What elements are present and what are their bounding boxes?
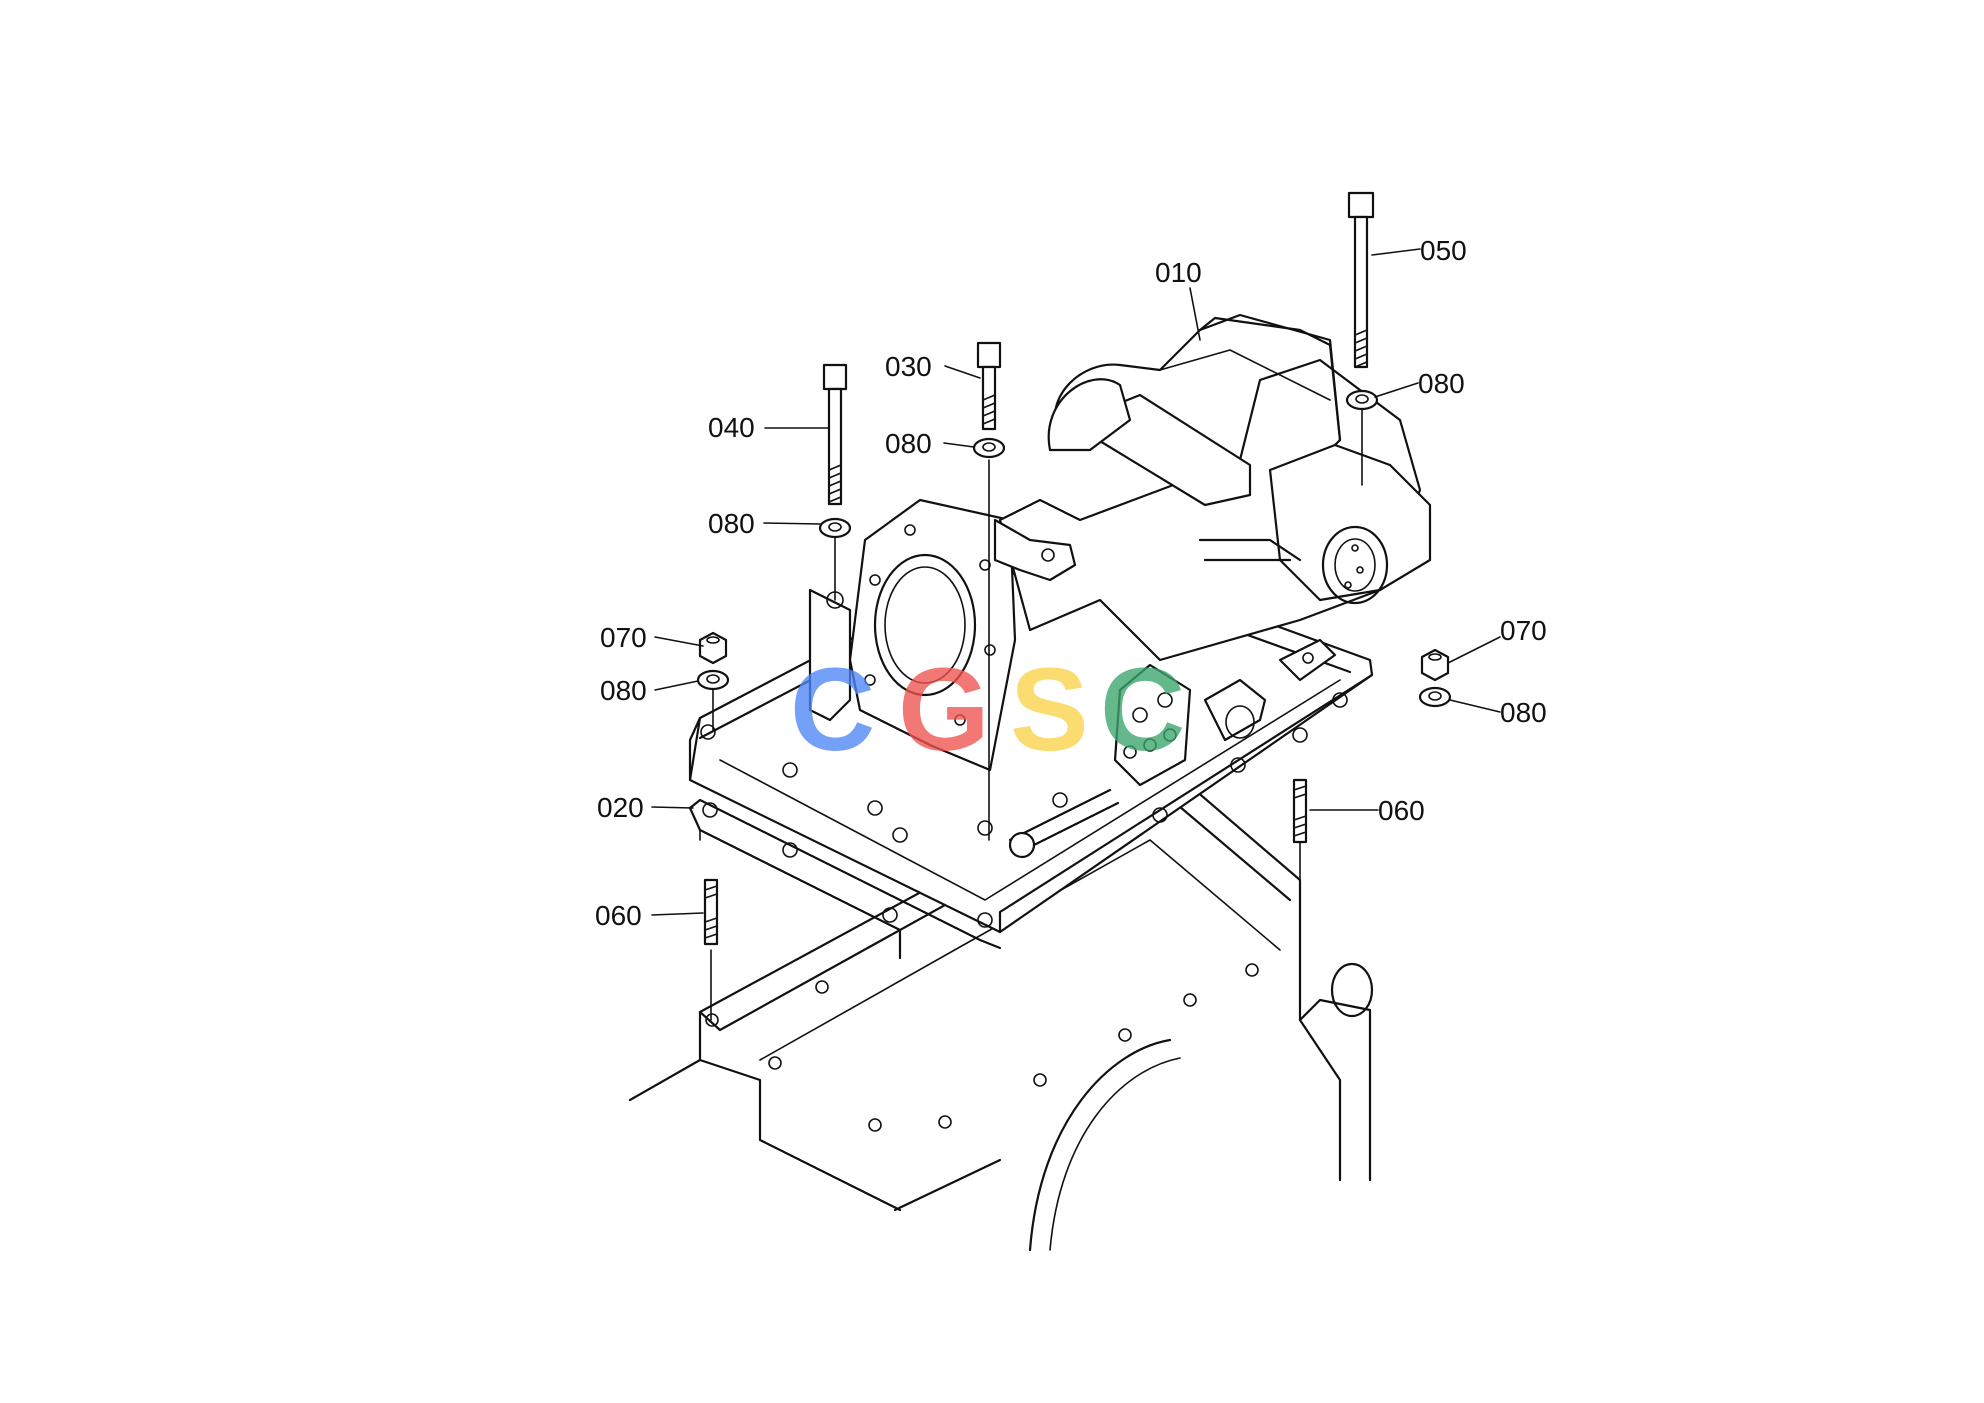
cgsc-watermark-logo: C G S C (790, 644, 1185, 776)
part-labels: 010 050 080 030 080 040 080 070 080 070 … (595, 235, 1547, 931)
bolt-050 (1347, 191, 1375, 369)
label-010: 010 (1155, 257, 1202, 288)
label-050: 050 (1420, 235, 1467, 266)
stud-060-right (1292, 778, 1308, 844)
label-060-left: 060 (595, 900, 642, 931)
label-070-right: 070 (1500, 615, 1547, 646)
label-030: 030 (885, 351, 932, 382)
washer-080-left (696, 669, 730, 691)
label-080-050: 080 (1418, 368, 1465, 399)
bolt-030 (976, 341, 1002, 431)
label-040: 040 (708, 412, 755, 443)
stud-060-left (703, 878, 719, 946)
label-070-left: 070 (600, 622, 647, 653)
label-060-right: 060 (1378, 795, 1425, 826)
label-080-040: 080 (708, 508, 755, 539)
washer-080-030 (972, 437, 1006, 459)
washer-080-050 (1345, 389, 1379, 411)
watermark-letter-g: G (898, 644, 990, 776)
label-080-left: 080 (600, 675, 647, 706)
leader-lines (651, 248, 1501, 916)
watermark-letter-s: S (1010, 644, 1089, 776)
housing-010 (688, 313, 1432, 934)
washer-080-040 (818, 517, 852, 539)
nut-070-right (1420, 648, 1450, 682)
washer-080-right (1418, 686, 1452, 708)
bolt-040 (822, 363, 848, 506)
watermark-letter-c1: C (790, 644, 875, 776)
label-020: 020 (597, 792, 644, 823)
label-080-030: 080 (885, 428, 932, 459)
gasket-020 (688, 798, 1002, 960)
label-080-right: 080 (1500, 697, 1547, 728)
nut-070-left (698, 631, 728, 665)
watermark-letter-c2: C (1100, 644, 1185, 776)
